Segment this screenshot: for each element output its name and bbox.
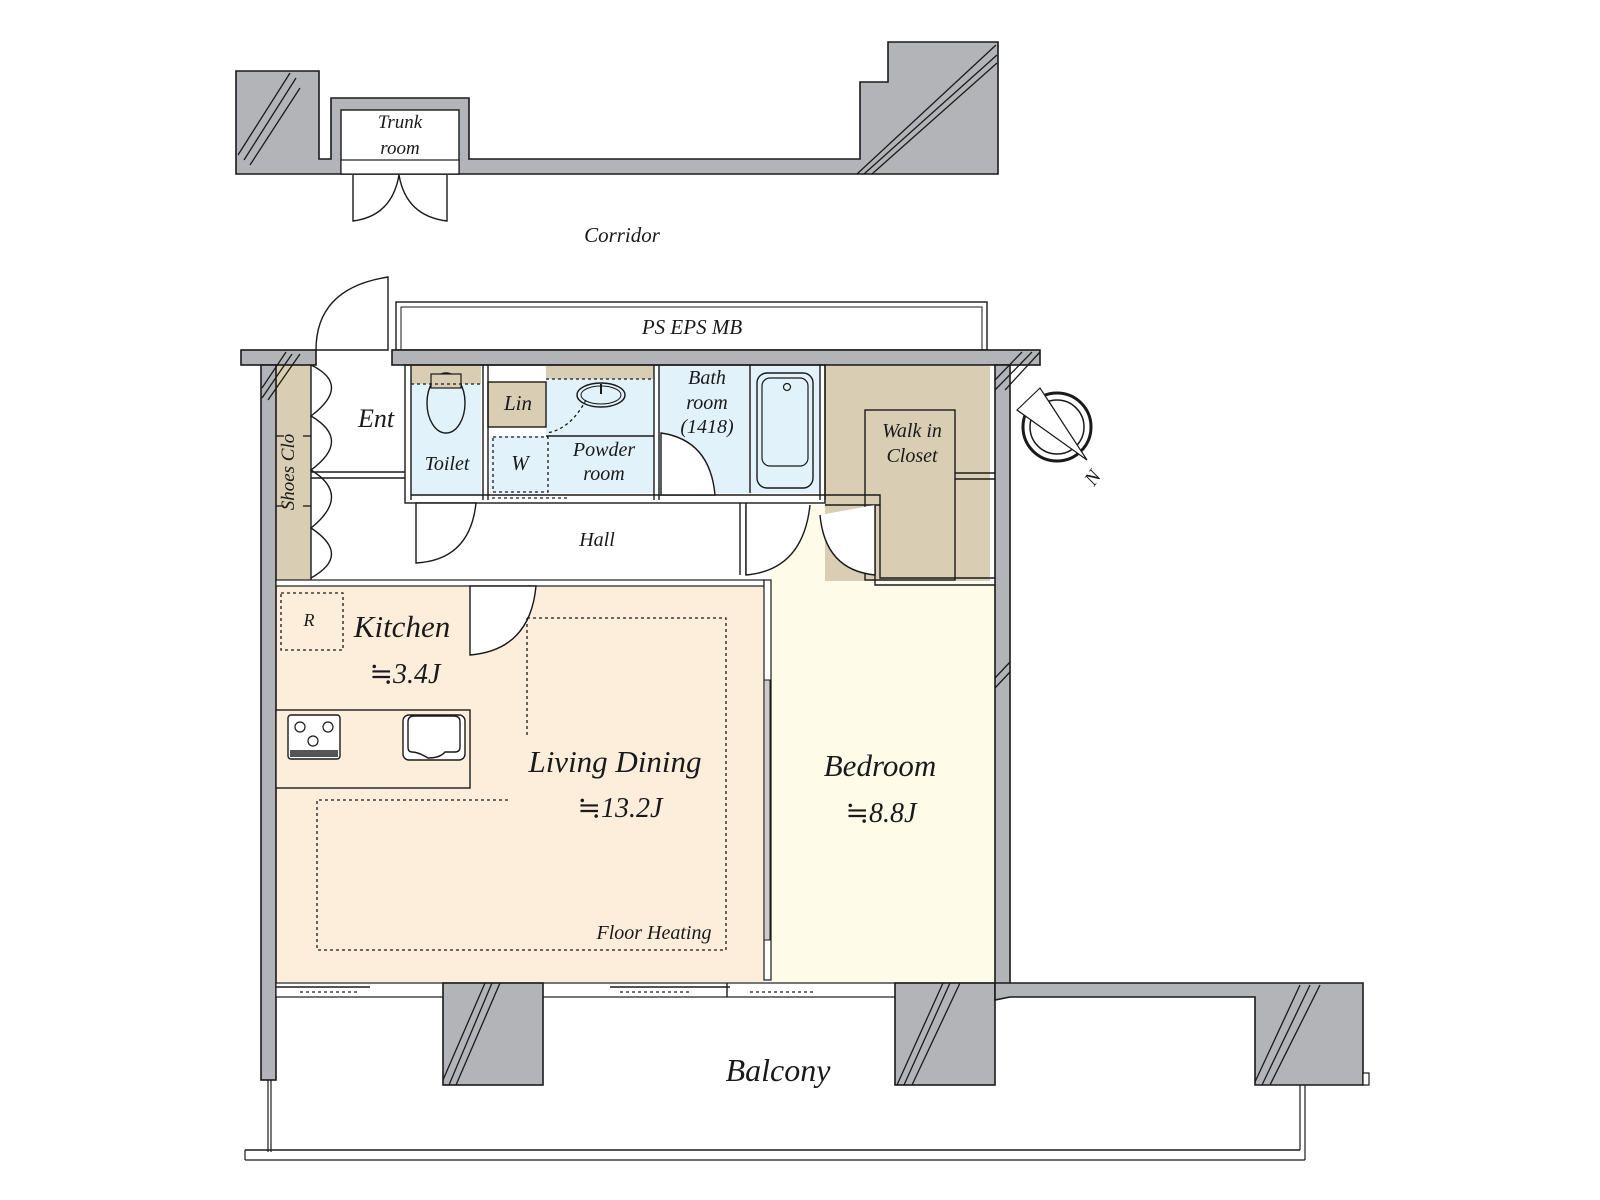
living-dining-area: ≒13.2J xyxy=(578,793,664,824)
shoes-closet-doors[interactable] xyxy=(276,364,333,579)
kitchen-counter xyxy=(275,709,471,789)
walk-in-closet-label: Walk in xyxy=(882,420,942,442)
refrigerator-label: R xyxy=(303,610,315,630)
living-door[interactable] xyxy=(469,585,537,656)
bathroom-label: Bath xyxy=(688,367,726,389)
floor-heating-area xyxy=(316,617,727,951)
trunk-room-label: Trunk xyxy=(378,112,423,133)
floor-heating-label: Floor Heating xyxy=(596,922,712,944)
linen-label: Lin xyxy=(503,391,532,415)
powder-room-label: Powder xyxy=(572,439,635,461)
toilet-label: Toilet xyxy=(425,453,470,475)
powder-room-label-2: room xyxy=(583,463,624,485)
vanity-sink xyxy=(545,378,654,434)
refrigerator-space xyxy=(280,592,344,651)
bedroom-label: Bedroom xyxy=(824,748,937,783)
kitchen-label: Kitchen xyxy=(353,609,450,644)
entrance-label: Ent xyxy=(357,404,395,433)
bathroom-size-label: (1418) xyxy=(680,416,734,438)
window-sashes xyxy=(275,982,996,998)
entrance-door[interactable] xyxy=(315,276,389,351)
utility-shaft: PS EPS MB xyxy=(395,301,988,351)
shoes-closet-label: Shoes Clo xyxy=(278,434,299,511)
unit-walls xyxy=(240,349,1041,1081)
washer-fill xyxy=(490,436,550,493)
interior-partitions xyxy=(275,364,995,981)
bedroom-area: ≒8.8J xyxy=(846,798,918,829)
washer-label: W xyxy=(511,451,531,475)
bathtub xyxy=(756,372,814,489)
trunk-room-label-2: room xyxy=(380,138,419,159)
washer-space xyxy=(492,436,549,493)
north-label: N xyxy=(1080,465,1107,491)
hall-label: Hall xyxy=(578,529,615,551)
utility-shaft-label: PS EPS MB xyxy=(641,315,742,339)
shoes-closet-fill xyxy=(276,365,311,580)
balcony-walls xyxy=(442,982,1370,1086)
cooktop xyxy=(287,714,341,760)
kitchen-sink xyxy=(402,714,466,761)
walk-in-closet-label-2: Closet xyxy=(886,445,938,467)
linen-closet xyxy=(487,381,547,428)
living-dining-label: Living Dining xyxy=(527,744,701,779)
bathroom-label-2: room xyxy=(686,392,727,414)
corridor-label: Corridor xyxy=(584,223,661,247)
trunk-room: Trunk room xyxy=(340,109,460,175)
walk-in-closet-door[interactable] xyxy=(819,505,876,576)
hall-door-to-bedroom[interactable] xyxy=(745,504,811,576)
north-compass-icon: N xyxy=(1016,387,1107,491)
toilet-door[interactable] xyxy=(415,502,477,564)
bedroom-floor xyxy=(771,582,996,982)
balcony-railing xyxy=(244,1080,1306,1161)
balcony-label: Balcony xyxy=(726,1052,832,1088)
bath-door[interactable] xyxy=(660,432,716,496)
toilet-fixture xyxy=(411,372,481,434)
vanity-shelf xyxy=(546,366,654,379)
kitchen-area: ≒3.4J xyxy=(370,659,442,690)
trunk-room-doors[interactable] xyxy=(352,174,448,222)
